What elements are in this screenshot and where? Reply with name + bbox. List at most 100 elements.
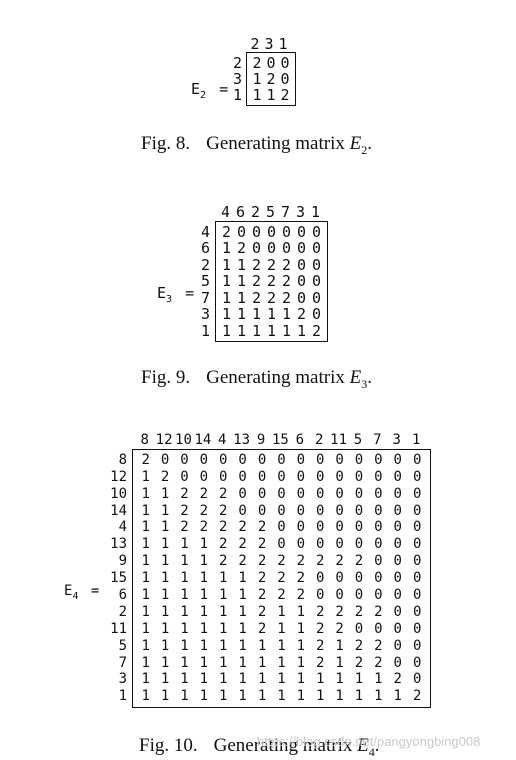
matrix-cell: 1 [315, 671, 325, 688]
matrix-cell: 2 [257, 603, 267, 620]
matrix-cell: 0 [374, 502, 383, 519]
row-label: 5 [200, 272, 210, 290]
matrix-cell: 1 [221, 255, 232, 274]
matrix-cell: 0 [280, 70, 290, 88]
matrix-cell: 1 [141, 570, 150, 587]
matrix-cell: 1 [277, 620, 286, 637]
matrix-cell: 1 [219, 654, 228, 671]
matrix-cell: 1 [266, 321, 277, 340]
matrix-cell: 1 [199, 603, 209, 620]
matrix-cell: 2 [266, 70, 276, 88]
column-header: 2 [250, 35, 260, 53]
row-label: 7 [200, 288, 210, 307]
matrix-cell: 0 [335, 570, 344, 587]
row-label: 2 [118, 603, 127, 620]
matrix-cell: 0 [412, 468, 422, 485]
matrix-cell: 0 [160, 451, 170, 468]
matrix-cell: 0 [277, 468, 286, 485]
matrix-cell: 1 [219, 620, 228, 637]
matrix-cell: 1 [180, 587, 189, 604]
matrix-cell: 1 [160, 570, 170, 587]
matrix-cell: 2 [315, 603, 325, 620]
matrix-cell: 1 [141, 587, 150, 604]
matrix-cell: 0 [238, 485, 247, 502]
matrix-cell: 0 [266, 54, 276, 72]
matrix-cell: 1 [238, 654, 247, 671]
matrix-cell: 0 [311, 305, 322, 323]
matrix-cell: 1 [221, 272, 232, 290]
matrix-cell: 1 [296, 654, 306, 671]
matrix-cell: 0 [393, 536, 402, 553]
matrix-cell: 1 [141, 485, 150, 502]
matrix-cell: 0 [315, 468, 325, 485]
matrix-cell: 1 [160, 587, 170, 604]
matrix-cell: 1 [252, 86, 262, 104]
matrix-cell: 0 [219, 468, 228, 485]
matrix-cell: 2 [311, 321, 322, 340]
matrix-cell: 1 [374, 671, 383, 688]
matrix-cell: 0 [335, 485, 344, 502]
matrix-cell: 0 [219, 451, 228, 468]
matrix-cell: 2 [221, 222, 232, 241]
matrix-cell: 1 [180, 688, 189, 705]
matrix-cell: 1 [354, 671, 364, 688]
row-label: 1 [232, 86, 242, 104]
matrix-cell: 0 [354, 502, 364, 519]
matrix-cell: 0 [277, 485, 286, 502]
column-header: 10 [175, 432, 192, 448]
matrix-cell: 1 [160, 688, 170, 705]
matrix-cell: 1 [160, 603, 170, 620]
matrix-cell: 1 [296, 637, 306, 654]
row-label: 5 [118, 637, 127, 654]
matrix-cell: 1 [238, 603, 247, 620]
matrix-cell: 2 [281, 272, 292, 290]
matrix-cell: 0 [296, 485, 306, 502]
matrix-cell: 1 [277, 671, 286, 688]
matrix-cell: 2 [141, 451, 150, 468]
matrix-cell: 0 [354, 570, 364, 587]
row-label: 3 [232, 70, 242, 88]
matrix-cell: 1 [335, 637, 344, 654]
column-header: 9 [256, 432, 266, 448]
matrix-cell: 1 [141, 671, 150, 688]
matrix-cell: 2 [219, 519, 228, 536]
matrix-cell: 2 [354, 637, 364, 654]
matrix-cell: 1 [180, 570, 189, 587]
matrix-cell: 2 [252, 54, 262, 72]
matrix-cell: 0 [296, 536, 306, 553]
column-header: 2 [250, 203, 261, 221]
matrix-cell: 0 [412, 502, 422, 519]
caption-fig-10: Fig. 10.Generating matrix E4. [139, 735, 380, 759]
matrix-cell: 0 [277, 536, 286, 553]
row-label: 4 [118, 519, 127, 536]
matrix-cell: 0 [374, 570, 383, 587]
matrix-cell: 0 [266, 239, 277, 257]
matrix-cell: 2 [266, 288, 277, 307]
matrix-cell: 0 [412, 553, 422, 570]
matrix-cell: 1 [257, 671, 267, 688]
matrix-cell: 0 [354, 536, 364, 553]
matrix-cell: 2 [257, 536, 267, 553]
matrix-cell: 0 [354, 468, 364, 485]
matrix-cell: 2 [251, 288, 262, 307]
matrix-cell: 2 [251, 272, 262, 290]
column-header: 1 [278, 35, 288, 53]
caption-fig-9: Fig. 9.Generating matrix E3. [141, 367, 372, 391]
matrix-cell: 1 [221, 288, 232, 307]
matrix-cell: 1 [277, 603, 286, 620]
matrix-cell: 0 [257, 502, 267, 519]
matrix-cell: 0 [296, 222, 307, 241]
matrix-cell: 1 [221, 321, 232, 340]
matrix-cell: 2 [238, 519, 247, 536]
column-header: 3 [264, 35, 274, 53]
matrix-cell: 2 [281, 255, 292, 274]
matrix-cell: 1 [393, 688, 402, 705]
